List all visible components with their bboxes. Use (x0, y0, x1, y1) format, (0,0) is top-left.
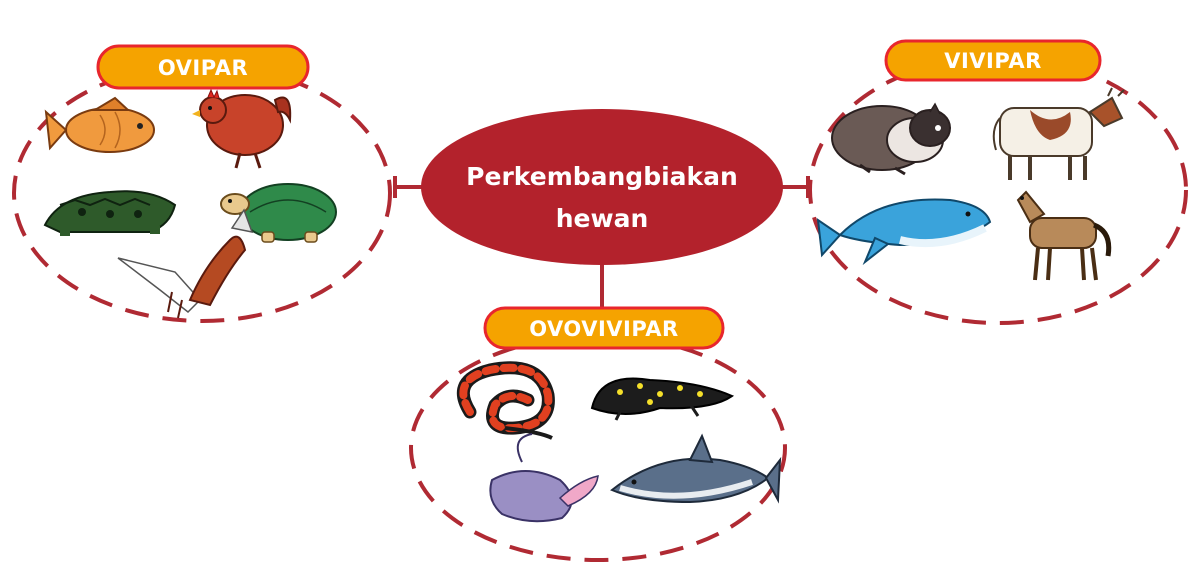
ovipar-boundary (12, 63, 392, 323)
group-vivipar (808, 55, 1188, 325)
guinea-pig-illustration (831, 102, 951, 176)
center-title-line2: hewan (556, 204, 649, 233)
turtle-illustration (220, 183, 337, 243)
vivipar-boundary (808, 55, 1188, 325)
vivipar-label-pill: VIVIPAR (884, 39, 1102, 82)
center-ellipse (421, 109, 783, 265)
salamander-illustration (590, 377, 735, 421)
center-title-line1: Perkembangbiakan (466, 162, 738, 191)
ovovivipar-label-pill: OVOVIVIPAR (483, 306, 725, 350)
group-ovovivipar (409, 334, 787, 562)
ovipar-label-pill: OVIPAR (96, 44, 310, 90)
whale-illustration (816, 198, 992, 266)
bird-illustration (117, 208, 254, 319)
snake-illustration (456, 361, 555, 440)
horse-illustration (1016, 190, 1112, 281)
vivipar-label: VIVIPAR (944, 49, 1042, 73)
shark-illustration (610, 433, 782, 504)
center-node: Perkembangbiakan hewan (421, 109, 783, 265)
ovipar-label: OVIPAR (158, 56, 248, 80)
crocodile-illustration (43, 190, 177, 236)
group-ovipar (12, 63, 392, 323)
cow-illustration (992, 87, 1125, 180)
ovovivipar-boundary (409, 334, 787, 562)
ovovivipar-label: OVOVIVIPAR (529, 317, 678, 341)
connectors (393, 176, 810, 308)
stingray-illustration (489, 433, 599, 523)
fish-illustration (44, 96, 155, 153)
hen-illustration (192, 88, 292, 169)
